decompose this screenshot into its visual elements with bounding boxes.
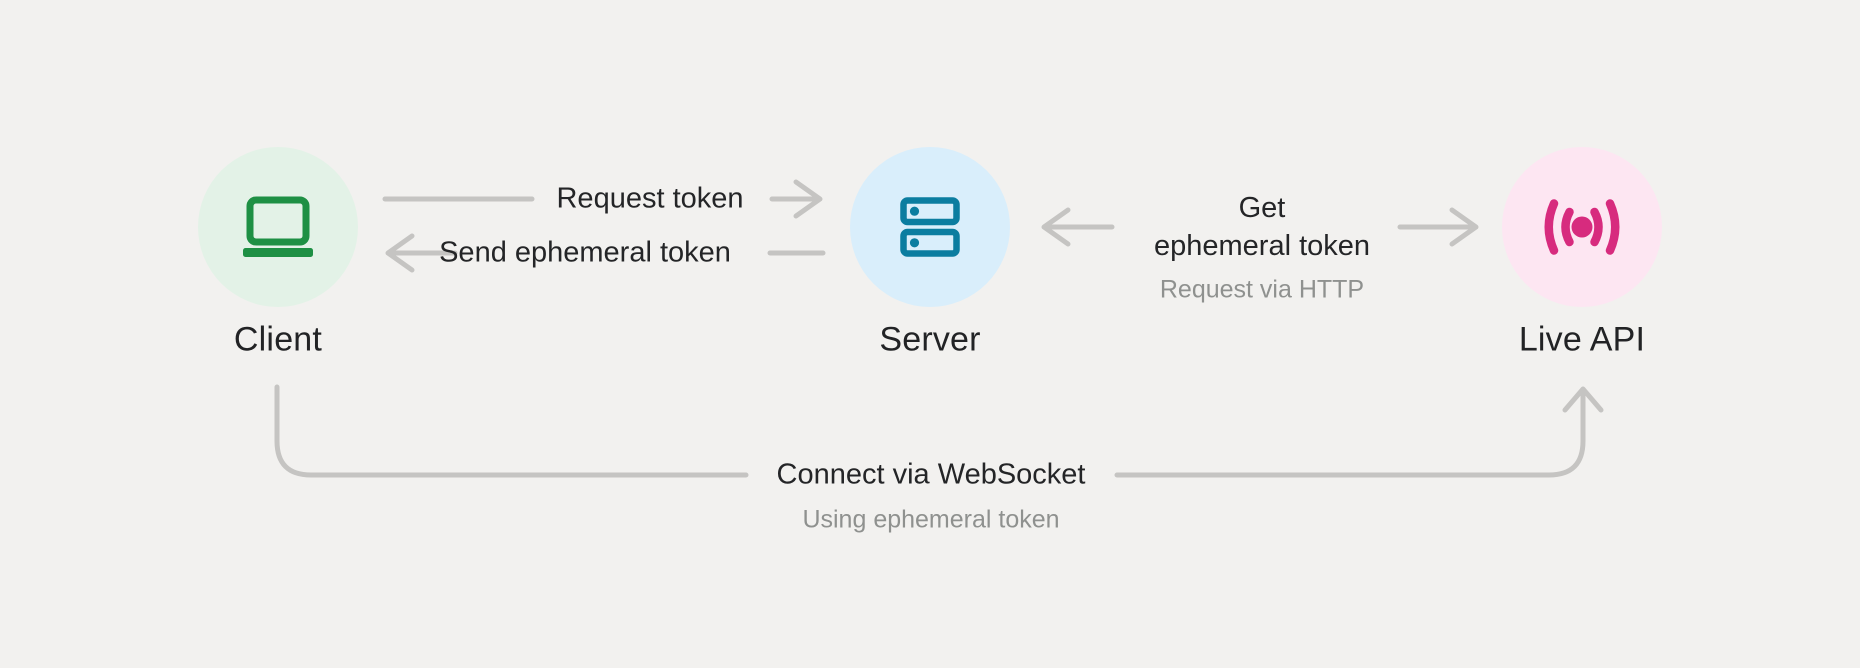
server-label: Server [879, 320, 981, 359]
client-node [198, 147, 358, 307]
websocket-line-left [274, 384, 749, 478]
server-icon [900, 197, 960, 257]
connect-websocket-label: Connect via WebSocket [776, 458, 1086, 491]
get-ephemeral-token-label: Get ephemeral token [1154, 189, 1370, 265]
request-via-http-sublabel: Request via HTTP [1159, 275, 1365, 304]
broadcast-icon [1544, 199, 1620, 255]
request-token-arrow [769, 179, 823, 219]
get-ephemeral-token-label-line1: Get [1238, 192, 1286, 224]
live-api-label: Live API [1518, 320, 1646, 359]
get-ephemeral-arrow-right [1397, 207, 1479, 247]
using-ephemeral-token-sublabel: Using ephemeral token [802, 505, 1060, 534]
request-token-label: Request token [556, 182, 744, 215]
laptop-icon [243, 196, 313, 257]
get-ephemeral-token-label-line2: ephemeral token [1153, 230, 1371, 262]
client-label: Client [233, 320, 323, 359]
live-api-node [1502, 147, 1662, 307]
send-ephemeral-token-label: Send ephemeral token [439, 236, 731, 269]
server-node [850, 147, 1010, 307]
get-ephemeral-arrow-left [1041, 207, 1115, 247]
send-ephemeral-arrow [385, 233, 458, 273]
websocket-line-right [1114, 386, 1604, 478]
